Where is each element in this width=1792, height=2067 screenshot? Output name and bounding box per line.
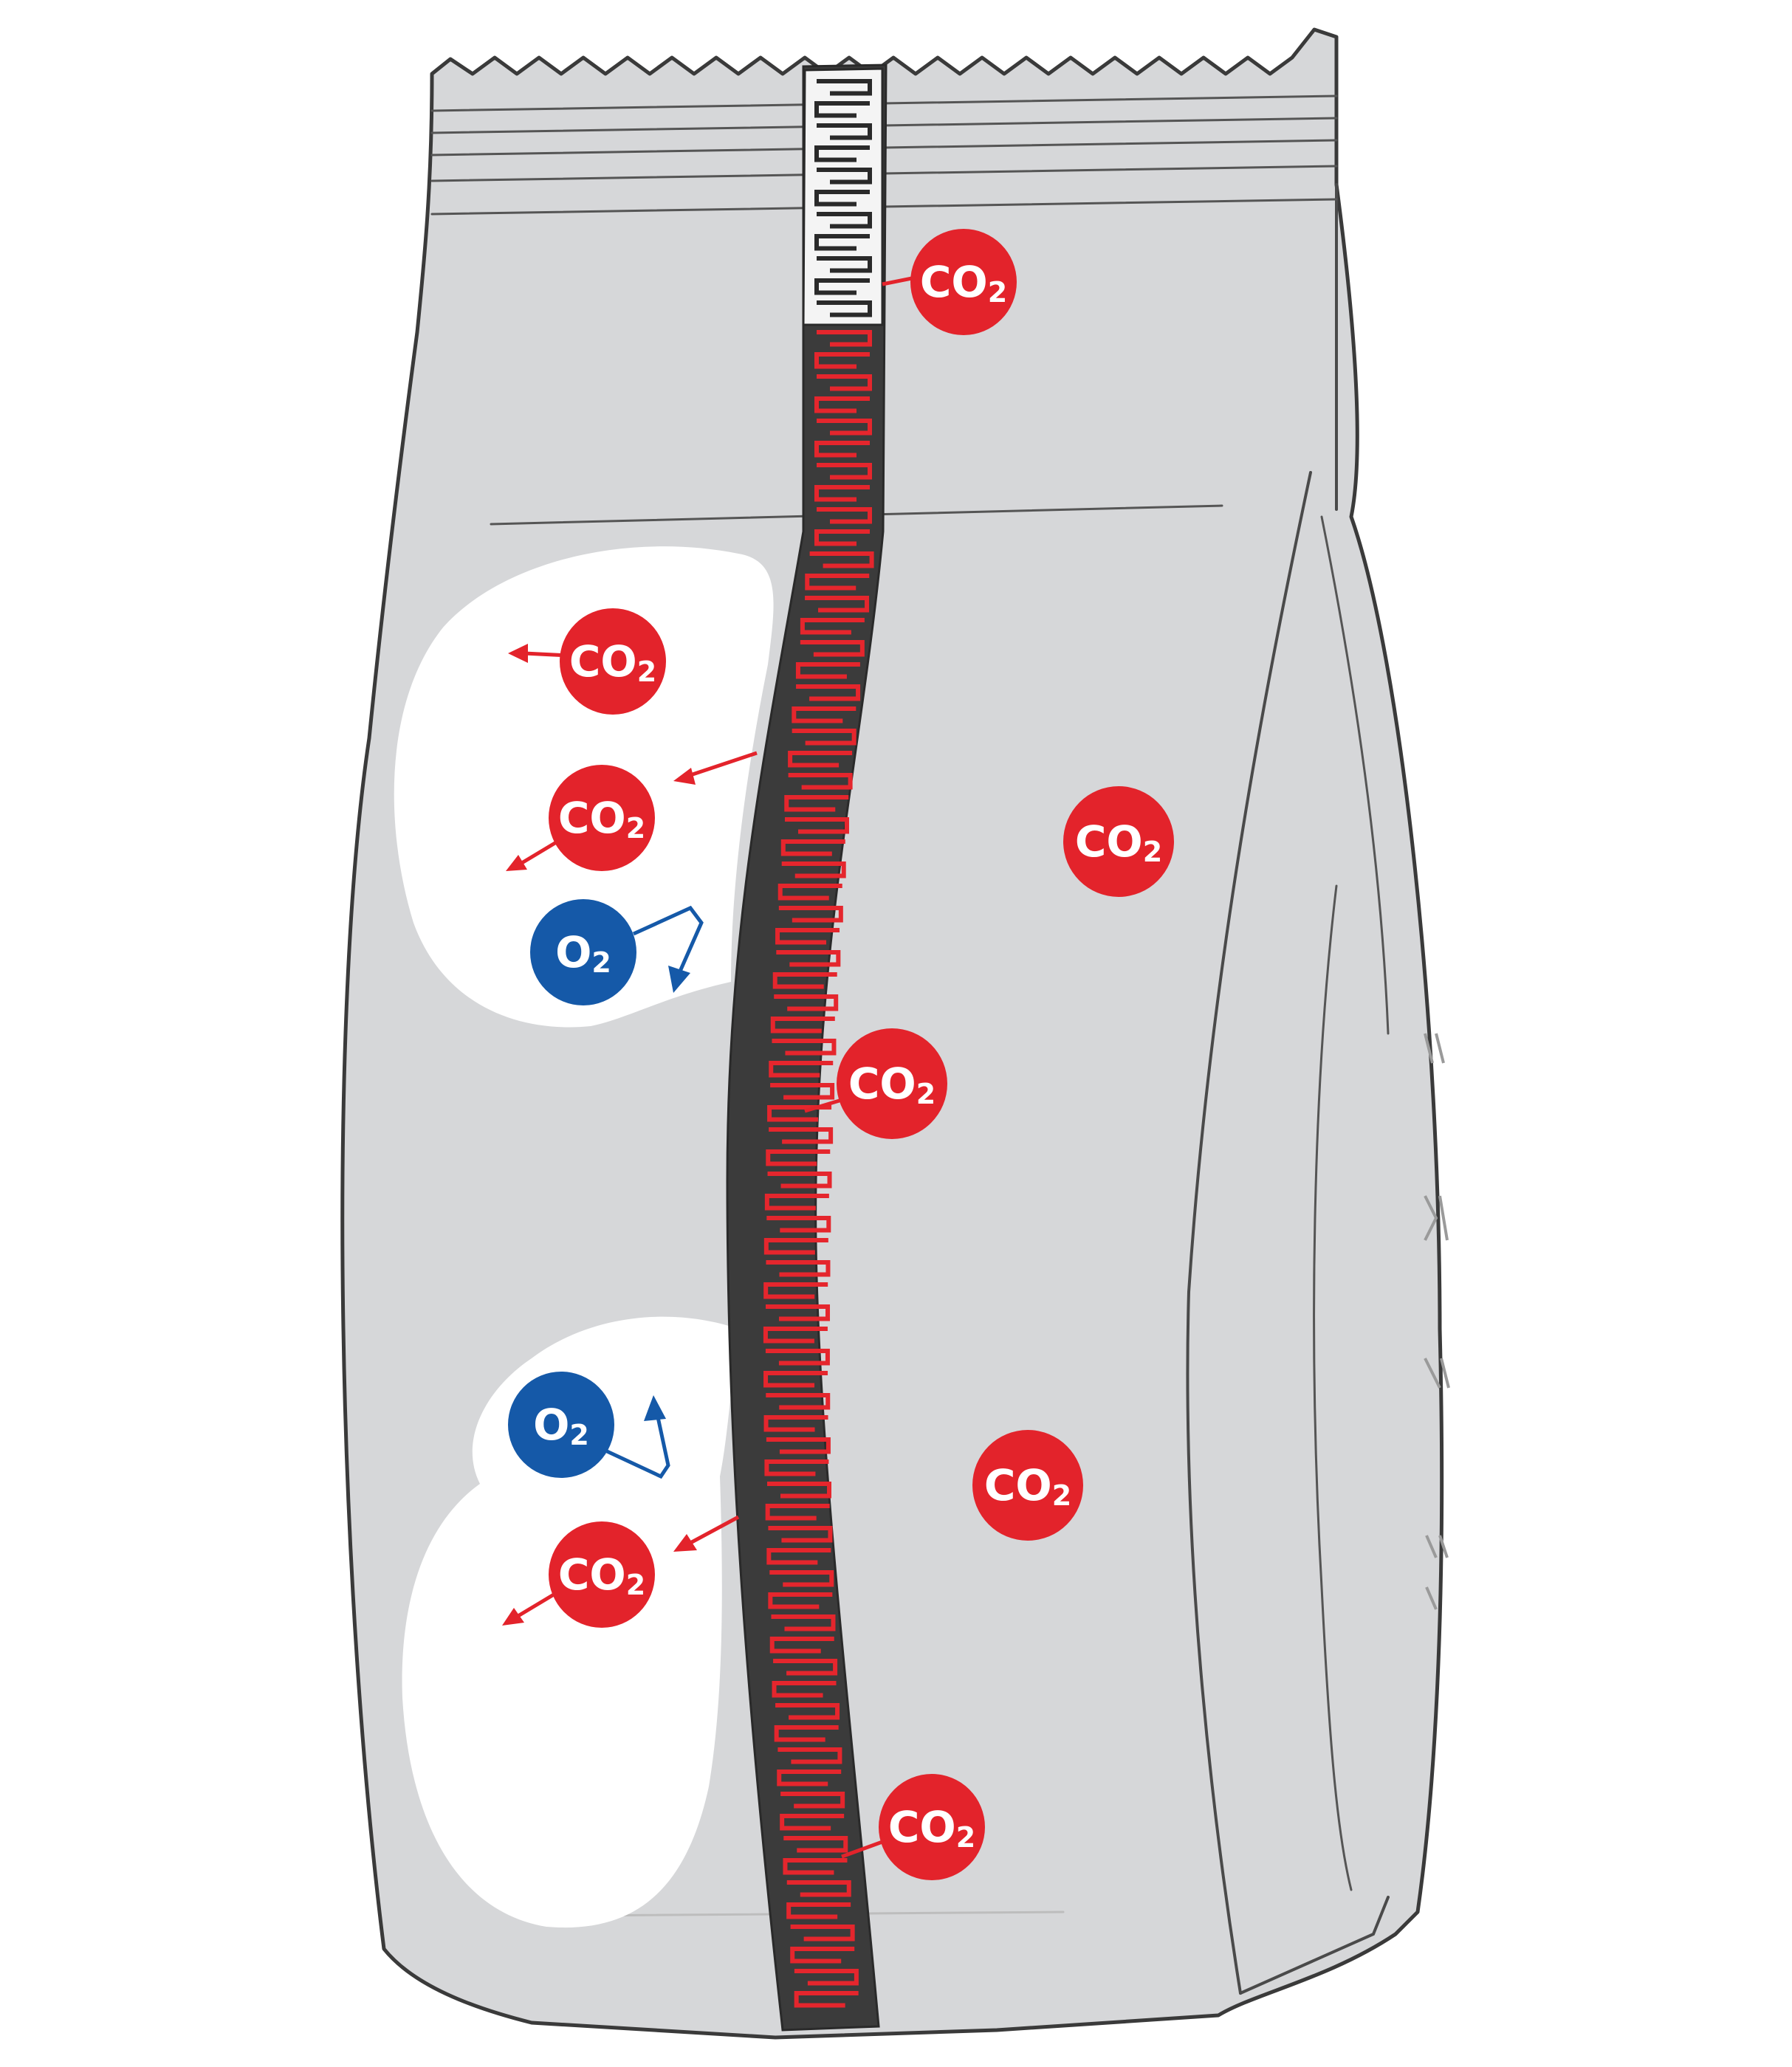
- svg-text:CO2: CO2: [558, 793, 645, 845]
- svg-text:O2: O2: [555, 927, 611, 979]
- valve-zig-top-path: [814, 79, 872, 317]
- co2-molecule-escaping-2: CO2: [506, 751, 758, 871]
- o2-molecule-lower: O2: [508, 1372, 670, 1479]
- co2-molecule-escaping-1: CO2: [508, 608, 666, 715]
- bag-gusset-front-edge: [1186, 471, 1312, 1995]
- co2-molecule-valve-mid: CO2: [804, 1028, 947, 1139]
- o2-molecule-upper: O2: [530, 899, 704, 1005]
- svg-text:O2: O2: [533, 1400, 589, 1451]
- co2-molecule-top: CO2: [882, 229, 1017, 335]
- svg-text:CO2: CO2: [920, 257, 1007, 309]
- valve-strip: [726, 63, 888, 2032]
- co2-molecule-bottom: CO2: [841, 1774, 985, 1880]
- co2-molecule-escaping-3: CO2: [502, 1515, 740, 1628]
- molecules: CO2 CO2 CO2: [502, 229, 1174, 1880]
- svg-text:CO2: CO2: [984, 1460, 1071, 1512]
- co2-molecule-inside-right: CO2: [1063, 786, 1174, 897]
- valve-zigzag-body: [763, 330, 874, 2008]
- side-print-marks: [1424, 1033, 1450, 1610]
- svg-text:CO2: CO2: [848, 1059, 936, 1110]
- svg-text:CO2: CO2: [1075, 816, 1162, 868]
- bag-gusset-fold-upper: [1320, 515, 1390, 1035]
- svg-text:CO2: CO2: [558, 1550, 645, 1601]
- svg-text:CO2: CO2: [569, 636, 656, 688]
- bag-gusset-bottom-flap: [1239, 1896, 1390, 1995]
- valve-zig-body-path: [763, 330, 874, 2008]
- valve-zigzag-top: [814, 79, 872, 317]
- co2-molecule-inside-right-low: CO2: [972, 1430, 1083, 1541]
- svg-text:CO2: CO2: [888, 1802, 975, 1854]
- bag-gusset-fold-inner: [1313, 884, 1353, 1891]
- valve-strip-top-window: [802, 67, 884, 326]
- clear-zone-lower: [402, 1316, 738, 1928]
